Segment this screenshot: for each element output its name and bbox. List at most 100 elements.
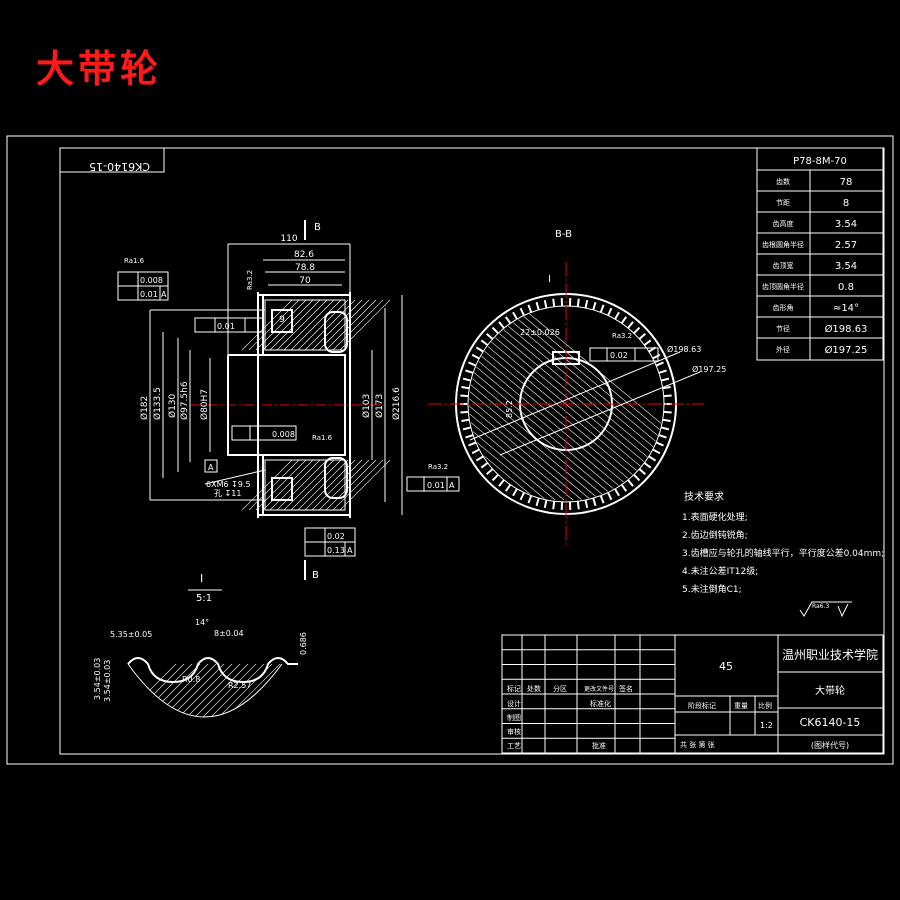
- inner-border: [59, 147, 885, 755]
- thread-callout: 6XM6 ↧9.5: [206, 480, 251, 489]
- ra-key: Ra3.2: [612, 332, 632, 340]
- detail-view: I 5:1 5.35±0.05 14° 8±0.04 R0.8 R2.57 0.…: [93, 572, 308, 718]
- tb-part: 大带轮: [815, 684, 845, 697]
- dim-78-8: 78.8: [295, 263, 315, 273]
- param-value-6: ≈14°: [833, 303, 859, 314]
- dim-phi80: Ø80H7: [199, 389, 210, 420]
- param-value-2: 3.54: [835, 219, 857, 230]
- ra-top: Ra1.6: [124, 257, 145, 265]
- tech-item-0: 1.表面硬化处理;: [682, 511, 748, 523]
- param-name-1: 节距: [776, 199, 790, 207]
- det-h: 3.54±0.03: [103, 660, 112, 702]
- tb-sheet: 共 张 第 张: [680, 740, 715, 749]
- dim-phi133: Ø133.5: [152, 387, 163, 420]
- dim-phi130: Ø130: [167, 393, 178, 418]
- det-a: 5.35±0.05: [110, 630, 152, 639]
- detail-scale: 5:1: [196, 593, 212, 604]
- dim-82-6: 82.6: [294, 250, 314, 260]
- cut-label-top: B: [314, 222, 321, 233]
- param-name-7: 节径: [776, 324, 790, 333]
- det-c: 8±0.04: [214, 629, 244, 638]
- tb-design: 设计: [507, 699, 521, 708]
- dim-phi216: Ø216.6: [391, 387, 402, 420]
- tb-sign: 签名: [619, 684, 633, 693]
- param-name-5: 齿顶圆角半径: [762, 282, 804, 291]
- tol-frame-1: 0.008: [140, 276, 163, 285]
- tb-standard: 标准化: [590, 699, 611, 708]
- key-width: 22±0.026: [520, 328, 560, 337]
- dim-110: 110: [280, 234, 297, 244]
- side-view: 110 82.6 78.8 70 9 Ø182 Ø133.5 Ø130 Ø97.…: [117, 220, 460, 581]
- outer-dia: Ø197.25: [692, 364, 726, 374]
- tech-item-3: 4.未注公差IT12级;: [682, 565, 758, 577]
- tol-ref-a3: A: [347, 546, 353, 555]
- tech-item-1: 2.齿边倒钝锐角;: [682, 529, 748, 541]
- dim-phi97: Ø97.5h6: [179, 381, 190, 420]
- tol-key: 0.02: [610, 351, 628, 360]
- param-name-8: 外径: [776, 345, 790, 354]
- key-depth: 85.2: [505, 400, 514, 418]
- code-box: [59, 147, 165, 173]
- code-rotated: CK6140-15: [89, 160, 150, 173]
- cut-label-bot: B: [312, 570, 319, 581]
- param-name-2: 齿高度: [773, 219, 794, 228]
- section-view: B-B I 22±0.026 85.2 Ø198.63 Ø197.25 0.02…: [428, 229, 726, 546]
- tb-school: 温州职业技术学院: [782, 647, 878, 662]
- det-d: R0.8: [182, 675, 200, 684]
- det-f: 0.686: [299, 632, 308, 655]
- ra-32: Ra3.2: [246, 270, 254, 290]
- det-e: R2.57: [228, 681, 251, 690]
- tb-material: 45: [719, 660, 733, 673]
- dim-9: 9: [279, 315, 285, 325]
- tb-draw: 制图: [507, 713, 521, 722]
- tol-ref-a: A: [161, 290, 167, 299]
- param-name-0: 齿数: [776, 177, 790, 186]
- tol-frame-5: 0.01: [427, 481, 445, 490]
- dim-phi173: Ø173: [374, 394, 385, 418]
- title-block: 45 温州职业技术学院 大带轮 CK6140-15 (图样代号) 阶段标记 重量…: [501, 634, 884, 754]
- tol-frame-4: 0.008: [272, 430, 295, 439]
- tol-frame-8: 0.13: [327, 546, 345, 555]
- param-table-header: P78-8M-70: [793, 156, 847, 167]
- dim-phi182: Ø182: [139, 396, 150, 420]
- tech-item-4: 5.未注倒角C1;: [682, 583, 742, 595]
- view-label: B-B: [555, 229, 572, 240]
- tb-mark: 标记: [507, 684, 521, 693]
- tb-footer: (图样代号): [811, 740, 849, 750]
- param-name-4: 齿顶宽: [773, 261, 794, 270]
- tol-frame-3: 0.01: [217, 322, 235, 331]
- tb-scale: 1:2: [760, 721, 773, 730]
- outer-border: [6, 135, 894, 765]
- param-name-3: 齿根圆角半径: [762, 240, 804, 249]
- det-g: 3.54±0.03: [93, 658, 102, 700]
- tb-process: 工艺: [507, 742, 521, 750]
- tb-stage: 阶段标记: [688, 701, 716, 710]
- tol-ref-a2: A: [449, 481, 455, 490]
- tb-approve: 批准: [592, 741, 606, 750]
- ra-32b: Ra3.2: [428, 463, 448, 471]
- thread-callout-2: 孔 ↧11: [214, 489, 241, 498]
- pitch-dia: Ø198.63: [667, 344, 701, 354]
- param-value-4: 3.54: [835, 261, 857, 272]
- tech-item-2: 3.齿槽应与轮孔的轴线平行，平行度公差0.04mm;: [682, 547, 884, 559]
- tb-weight: 重量: [734, 702, 748, 710]
- roughness-note: Ra6.3: [812, 603, 829, 610]
- det-b: 14°: [195, 618, 209, 627]
- tech-heading: 技术要求: [684, 490, 724, 503]
- drawing-title: 大带轮: [36, 47, 163, 91]
- param-value-8: Ø197.25: [825, 344, 868, 356]
- tb-drawing-no: CK6140-15: [800, 716, 861, 729]
- dim-70: 70: [299, 276, 311, 286]
- param-value-5: 0.8: [838, 282, 854, 293]
- tol-frame-2: 0.01: [140, 290, 158, 299]
- tb-count: 处数: [527, 684, 541, 693]
- detail-label-i: I: [548, 274, 551, 285]
- tb-zone: 分区: [553, 684, 567, 693]
- tb-change: 更改文件号: [584, 685, 614, 693]
- dim-phi103: Ø103: [361, 394, 372, 418]
- tb-ratio: 比例: [758, 701, 772, 710]
- param-value-3: 2.57: [835, 240, 857, 251]
- tol-frame-6: 0.02: [327, 532, 345, 541]
- tb-check: 审核: [507, 727, 521, 736]
